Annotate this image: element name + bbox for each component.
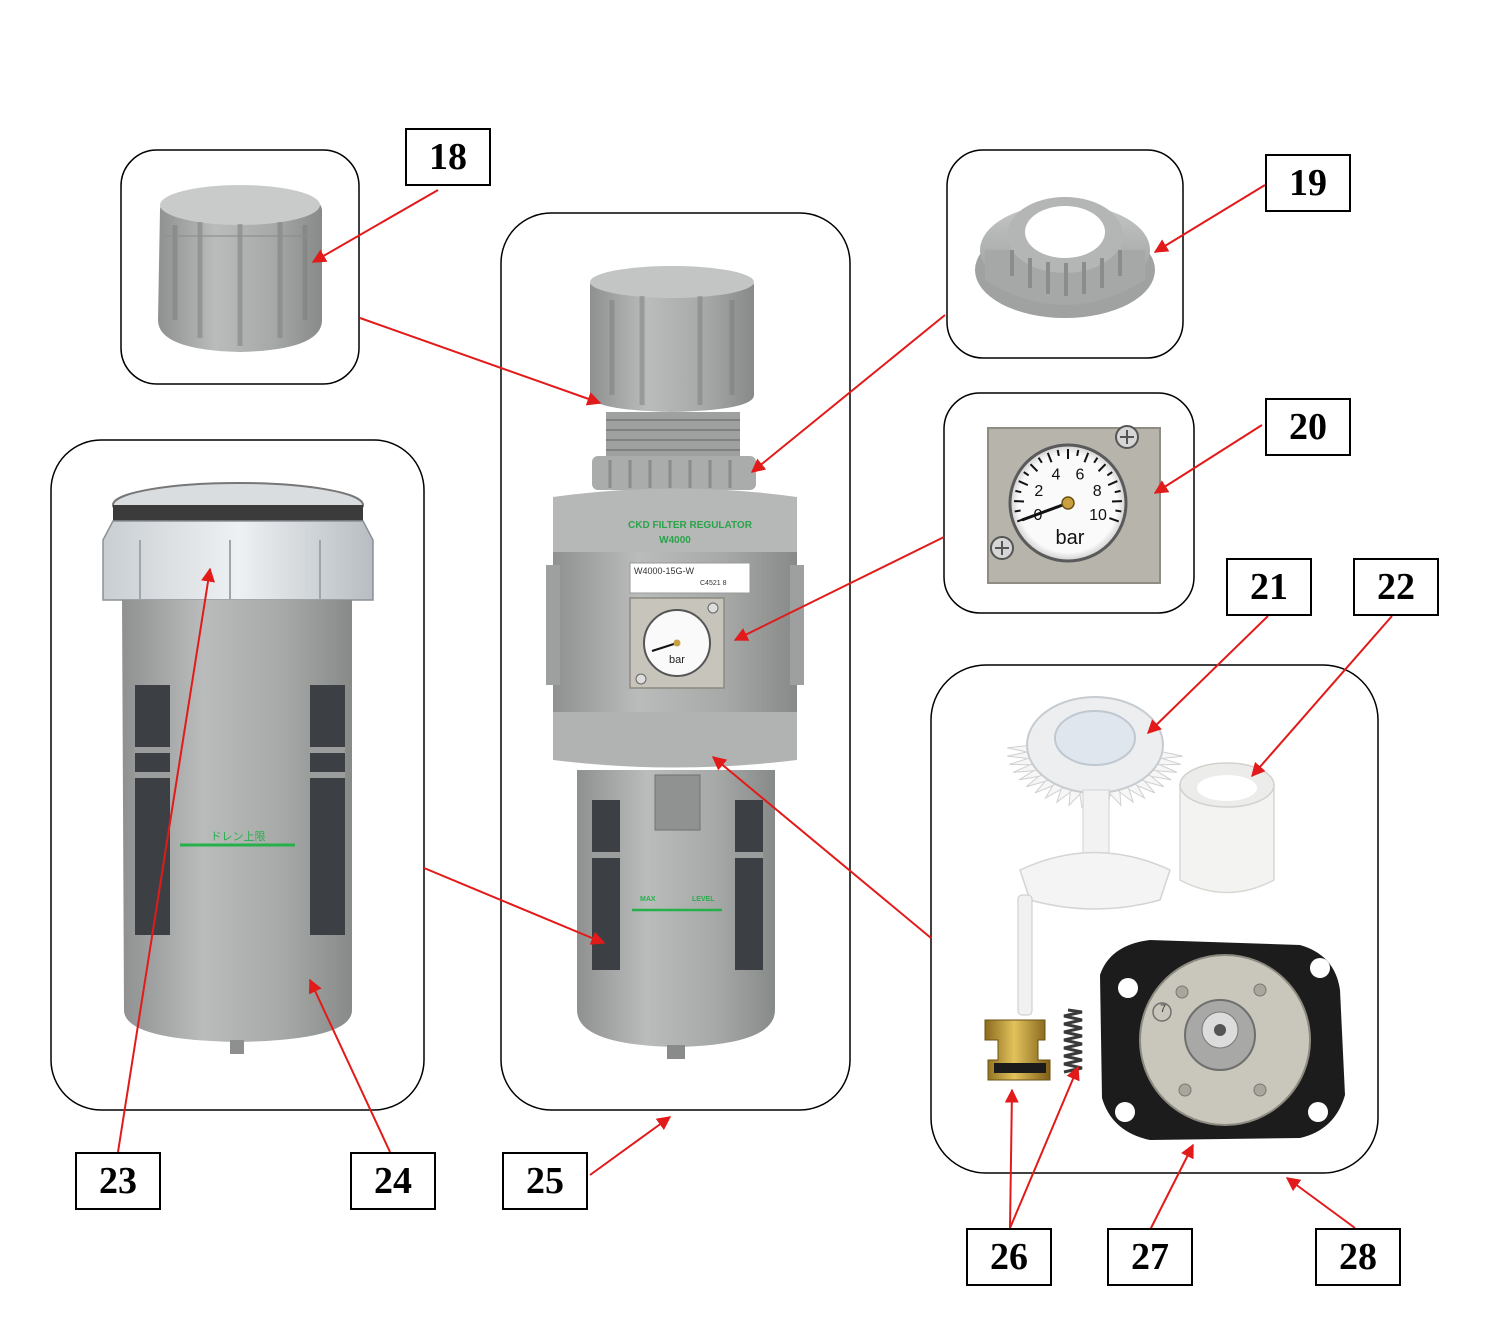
gauge-tick-label: 2 (1034, 483, 1043, 500)
gauge-tick-label: 6 (1076, 466, 1085, 483)
callout-26: 26 (966, 1228, 1052, 1286)
lock-ring-part (975, 197, 1155, 318)
callout-20: 20 (1265, 398, 1351, 456)
pressure-gauge-part: 0246810 (987, 425, 1161, 584)
arrow-26-valve (1004, 1088, 1019, 1229)
arrow-20-assembly (733, 536, 945, 641)
adjusting-knob-part (158, 185, 322, 352)
assembly-bowl-print-right: LEVEL (692, 896, 715, 903)
gauge-tick-mark (1014, 509, 1021, 513)
arrow-25 (589, 1116, 672, 1176)
leader-arrows (117, 184, 1393, 1231)
assembly-model-tag: W4000-15G-W (634, 566, 695, 576)
arrow-18-knob (311, 189, 439, 263)
gauge-tick-mark (1015, 489, 1022, 494)
gauge-tick-mark (1029, 463, 1039, 473)
arrow-18-assembly (359, 317, 602, 406)
gauge-tick-mark (1076, 449, 1080, 457)
gauge-tick-mark (1037, 457, 1043, 464)
gauge-tick-mark (1046, 452, 1053, 463)
bowl-level-print: ドレン上限 (210, 830, 266, 843)
gauge-unit-label: bar (1055, 527, 1085, 549)
diaphragm-stamp: 7 (1159, 1003, 1167, 1015)
diaphragm-part (1100, 940, 1345, 1140)
frame-knob-18 (120, 149, 360, 385)
gauge-tick-mark (1056, 449, 1060, 457)
filter-element-part (1179, 762, 1275, 894)
frame-gauge-20 (943, 392, 1195, 614)
callout-27: 27 (1107, 1228, 1193, 1286)
gauge-tick-label: 8 (1093, 483, 1102, 500)
assembly-bowl-print-left: MAX (640, 896, 656, 903)
arrow-20-gauge (1153, 424, 1263, 494)
gauge-tick-label: 10 (1089, 507, 1107, 524)
callout-22: 22 (1353, 558, 1439, 616)
arrow-22 (1251, 615, 1393, 778)
callout-23: 23 (75, 1152, 161, 1210)
gauge-tick-mark (1023, 471, 1030, 477)
frame-assembly (500, 212, 851, 1111)
callout-28: 28 (1315, 1228, 1401, 1286)
callout-18: 18 (405, 128, 491, 186)
gauge-tick-mark (1107, 480, 1118, 487)
callout-21: 21 (1226, 558, 1312, 616)
frame-internal-kit (930, 664, 1379, 1174)
frame-bowl (50, 439, 425, 1111)
bowl-assembly-part (102, 482, 374, 1054)
gauge-tick-mark (1083, 452, 1090, 463)
arrow-21 (1146, 615, 1269, 734)
assembly-gauge-unit: bar (669, 654, 685, 666)
assembly-serial-tag: C4521 8 (700, 580, 727, 587)
callout-24: 24 (350, 1152, 436, 1210)
arrow-28 (1285, 1177, 1356, 1229)
gauge-tick-mark (1093, 457, 1099, 464)
arrow-27 (1149, 1143, 1194, 1231)
arrow-26-spring (1009, 1065, 1080, 1229)
arrow-23 (117, 567, 215, 1153)
assembly-model-print: W4000 (659, 535, 691, 546)
arrow-24 (308, 978, 391, 1153)
frame-ring-19 (946, 149, 1184, 359)
gauge-tick-mark (1114, 489, 1121, 494)
valve-seat-part (1007, 696, 1183, 910)
gauge-tick-label: 4 (1052, 466, 1061, 483)
arrow-kit-assembly (711, 756, 932, 939)
arrow-19-ring (1153, 184, 1266, 253)
valve-and-spring-part (984, 894, 1083, 1081)
arrow-bowl-assembly (423, 867, 606, 945)
gauge-tick-mark (1018, 480, 1029, 487)
callout-19: 19 (1265, 154, 1351, 212)
gauge-tick-mark (1109, 517, 1120, 523)
gauge-tick-mark (1106, 471, 1113, 477)
assembly-product-print: CKD FILTER REGULATOR (628, 520, 752, 531)
arrow-19-assembly (750, 314, 946, 473)
gauge-tick-mark (1097, 463, 1107, 473)
callout-25: 25 (502, 1152, 588, 1210)
gauge-tick-mark (1115, 509, 1122, 513)
